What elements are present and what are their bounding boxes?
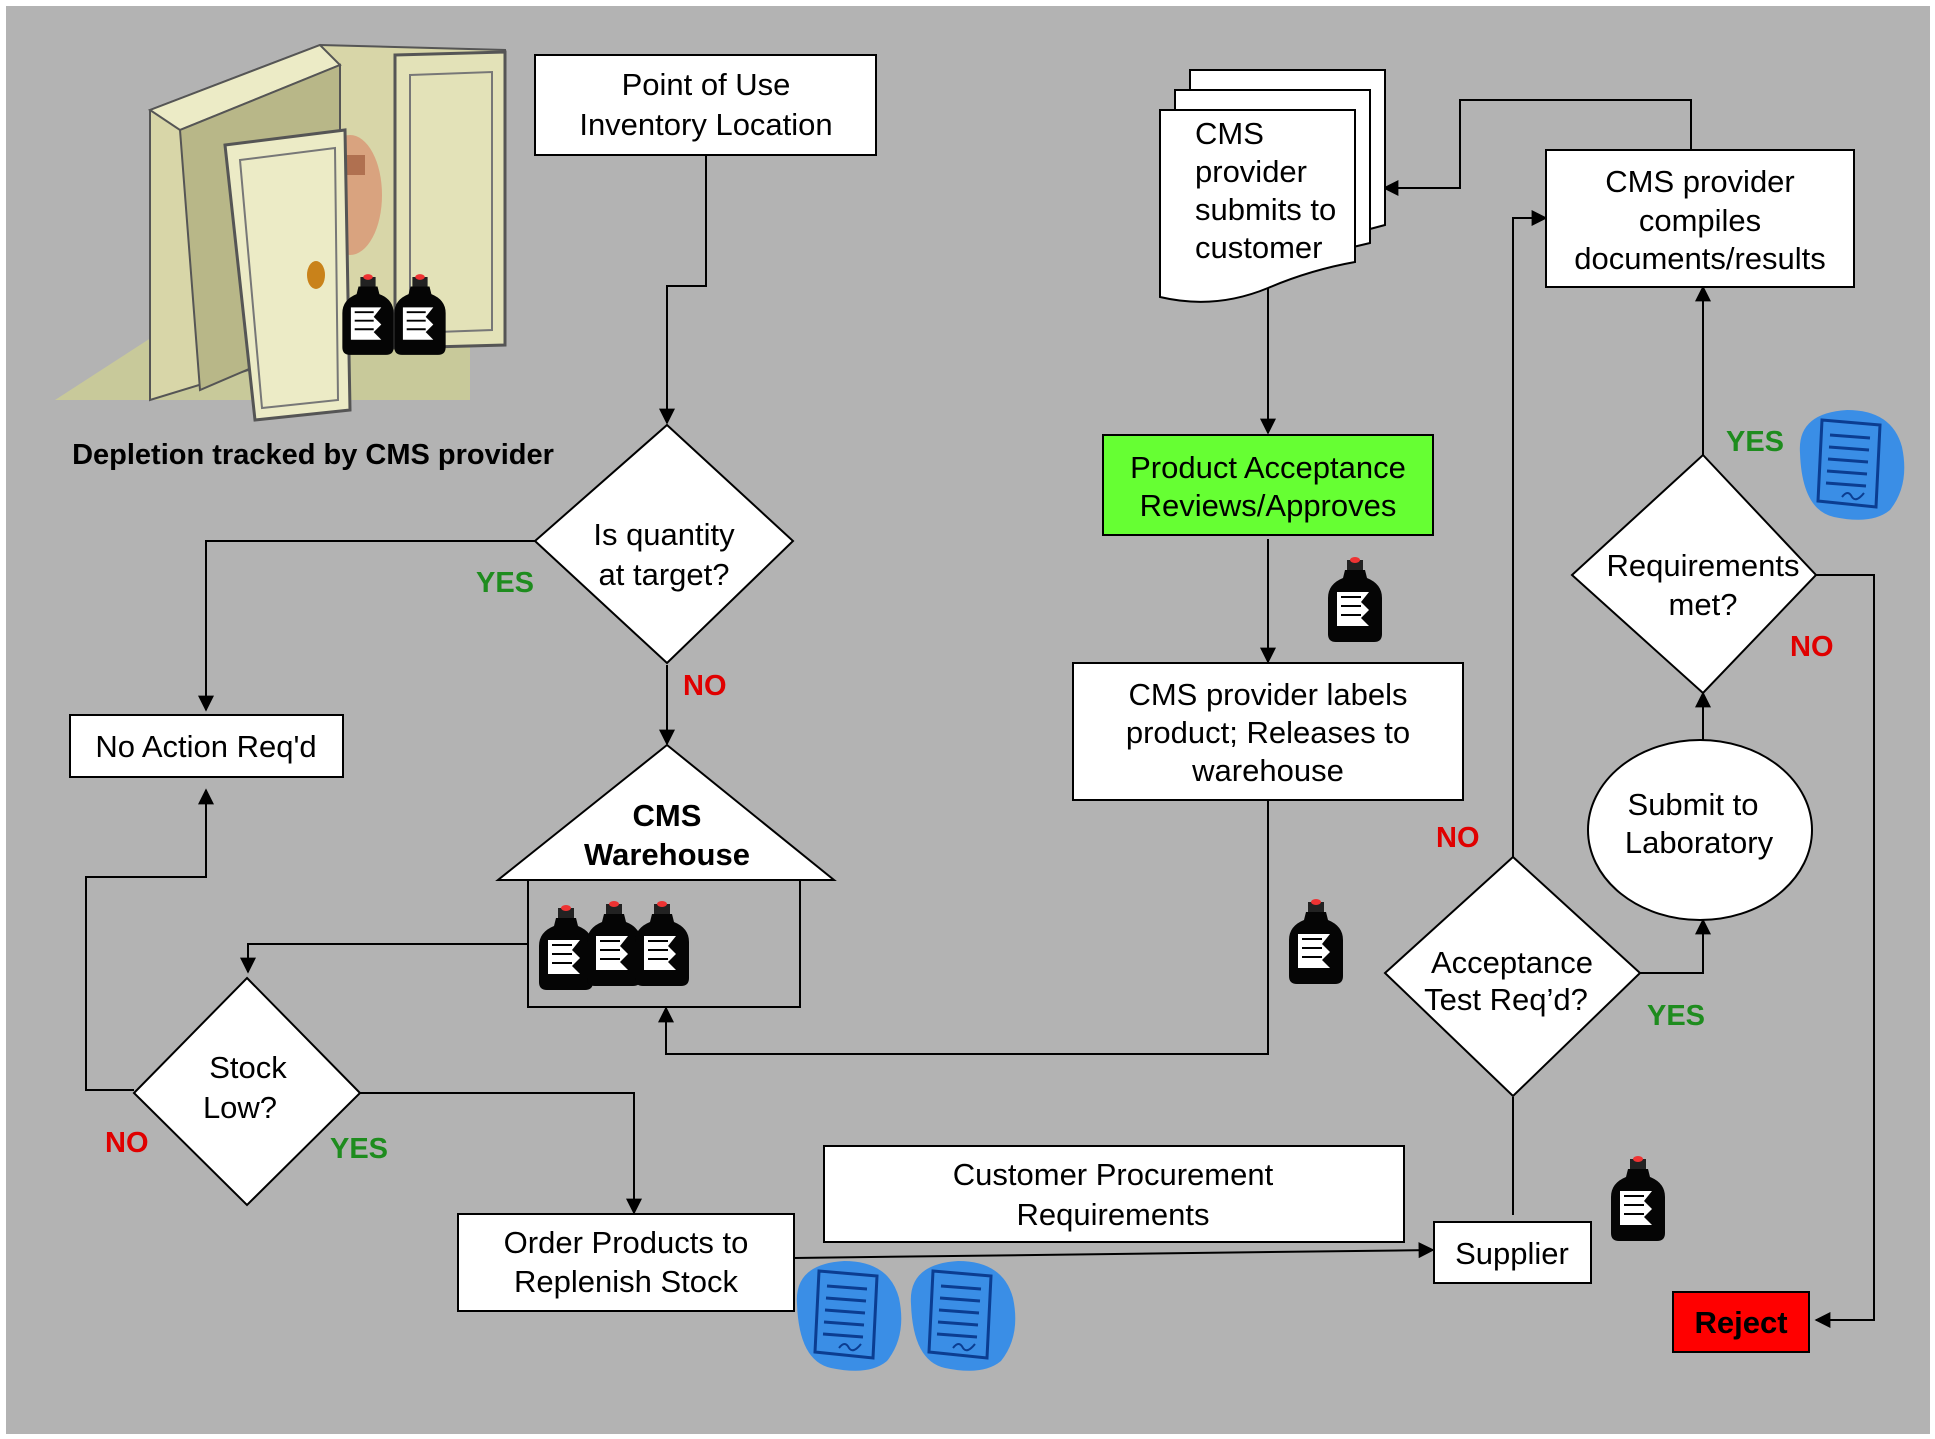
submit-lab-line-1: Submit to	[1628, 787, 1759, 822]
submit-lab-node[interactable]: Submit to Laboratory	[1587, 739, 1813, 921]
quantity-decision-line-2: at target?	[599, 557, 730, 592]
customer-requirements-node[interactable]: Customer Procurement Requirements	[823, 1145, 1405, 1243]
requirements-met-line-1: Requirements	[1607, 548, 1800, 583]
cabinet-caption: Depletion tracked by CMS provider	[72, 439, 554, 471]
customer-requirements-line-1: Customer Procurement	[953, 1157, 1274, 1192]
stock-low-decision[interactable]: Stock Low?	[132, 976, 362, 1207]
labels-product-line-2: product; Releases to	[1126, 715, 1410, 750]
quantity-decision-line-1: Is quantity	[593, 517, 735, 552]
acceptance-test-decision[interactable]: Acceptance Test Req’d?	[1383, 855, 1642, 1098]
stock-no-label: NO	[105, 1127, 149, 1159]
labels-product-node[interactable]: CMS provider labels product; Releases to…	[1072, 662, 1464, 801]
submits-line-2: provider	[1195, 154, 1307, 189]
product-acceptance-line-2: Reviews/Approves	[1140, 488, 1397, 523]
warehouse-line-1: CMS	[633, 798, 702, 833]
warehouse-line-2: Warehouse	[584, 837, 750, 872]
no-action-label: No Action Req'd	[95, 729, 316, 764]
order-products-line-2: Replenish Stock	[514, 1264, 739, 1299]
no-action-node[interactable]: No Action Req'd	[69, 714, 344, 778]
labels-product-line-1: CMS provider labels	[1128, 677, 1407, 712]
acceptance-test-line-1: Acceptance	[1431, 945, 1593, 980]
labels-product-line-3: warehouse	[1191, 753, 1344, 788]
requirements-met-decision[interactable]: Requirements met?	[1570, 453, 1818, 695]
document-icon	[1798, 408, 1906, 522]
product-acceptance-node[interactable]: Product Acceptance Reviews/Approves	[1102, 434, 1434, 536]
acceptance-yes-label: YES	[1647, 1000, 1705, 1032]
stock-yes-label: YES	[330, 1133, 388, 1165]
submits-node[interactable]: CMS provider submits to customer	[1159, 69, 1386, 303]
reject-label: Reject	[1694, 1305, 1787, 1340]
stock-low-line-2: Low?	[203, 1090, 277, 1125]
supplier-label: Supplier	[1455, 1236, 1569, 1271]
order-products-node[interactable]: Order Products to Replenish Stock	[457, 1213, 795, 1312]
submit-lab-line-2: Laboratory	[1625, 825, 1774, 860]
acceptance-test-line-2: Test Req’d?	[1424, 982, 1588, 1017]
compiles-line-2: compiles	[1639, 203, 1761, 238]
compiles-line-3: documents/results	[1574, 241, 1826, 276]
requirements-yes-label: YES	[1726, 426, 1784, 458]
stock-low-line-1: Stock	[209, 1050, 287, 1085]
compiles-node[interactable]: CMS provider compiles documents/results	[1545, 149, 1855, 288]
point-of-use-line-1: Point of Use	[622, 67, 791, 102]
submits-line-4: customer	[1195, 230, 1322, 265]
document-icon	[795, 1259, 903, 1373]
acceptance-no-label: NO	[1436, 822, 1480, 854]
submits-line-1: CMS	[1195, 116, 1264, 151]
submits-line-3: submits to	[1195, 192, 1336, 227]
reject-node[interactable]: Reject	[1672, 1291, 1810, 1353]
product-acceptance-line-1: Product Acceptance	[1130, 450, 1406, 485]
compiles-line-1: CMS provider	[1605, 164, 1795, 199]
point-of-use-node[interactable]: Point of Use Inventory Location	[534, 54, 877, 156]
quantity-no-label: NO	[683, 670, 727, 702]
quantity-decision[interactable]: Is quantity at target?	[533, 423, 795, 665]
warehouse-node[interactable]: CMS Warehouse	[495, 743, 837, 1008]
requirements-met-line-2: met?	[1669, 587, 1738, 622]
connectors	[85, 99, 1875, 1328]
order-products-line-1: Order Products to	[504, 1225, 749, 1260]
quantity-yes-label: YES	[476, 567, 534, 599]
cabinet-icon	[55, 43, 507, 422]
requirements-no-label: NO	[1790, 631, 1834, 663]
document-icon	[909, 1259, 1017, 1373]
point-of-use-line-2: Inventory Location	[579, 107, 832, 142]
supplier-node[interactable]: Supplier	[1433, 1221, 1592, 1284]
customer-requirements-line-2: Requirements	[1017, 1197, 1210, 1232]
